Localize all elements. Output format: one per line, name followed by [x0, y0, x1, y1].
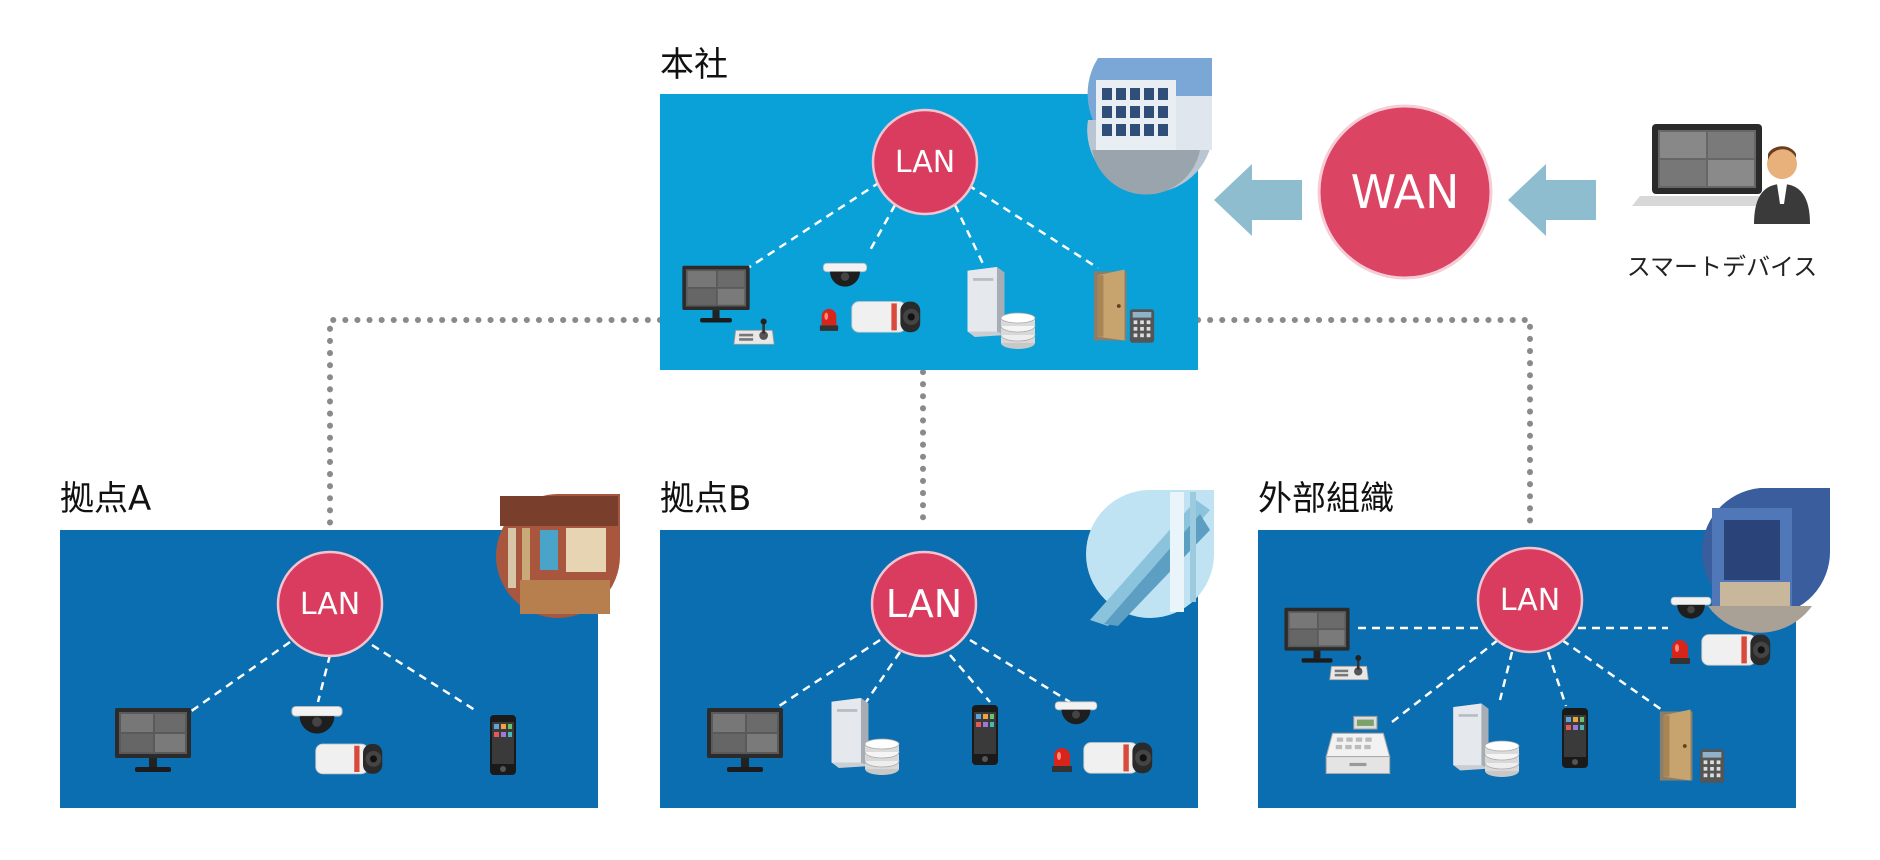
keypad-icon	[1699, 749, 1725, 783]
door-icon	[1659, 709, 1693, 781]
box-camera-icon	[315, 743, 383, 775]
hq-lan-label: LAN	[895, 145, 955, 180]
site-a-lan-label: LAN	[300, 587, 360, 622]
site-b-lan-spokes	[769, 638, 1071, 714]
external-title: 外部組織	[1258, 479, 1394, 519]
box-camera-icon	[1083, 742, 1153, 774]
hq-to-sites-links	[327, 317, 1533, 531]
laptop-user-icon	[1632, 124, 1810, 224]
smartphone-icon	[972, 705, 998, 765]
server-icon	[1453, 703, 1489, 771]
site-a-lan-node	[276, 550, 384, 658]
site-a: 拠点A LAN	[60, 479, 620, 808]
office-building-photo	[1087, 58, 1212, 195]
hq-title: 本社	[660, 45, 728, 85]
site-b-lan-node	[870, 550, 978, 658]
hq-lan-node	[871, 108, 979, 216]
wan-section: WAN スマートデバイス	[1214, 104, 1818, 281]
database-icon	[864, 738, 900, 776]
smartphone-icon	[490, 715, 516, 775]
external-lan-label: LAN	[1500, 583, 1560, 618]
site-b-lan-label: LAN	[886, 582, 962, 626]
smartphone-icon	[1562, 708, 1588, 768]
keypad-icon	[1129, 309, 1155, 343]
wan-label: WAN	[1351, 165, 1460, 219]
database-icon	[1484, 740, 1520, 778]
link-hq-site-a	[327, 317, 663, 531]
external-lan-spokes	[1358, 626, 1668, 723]
door-icon	[1093, 269, 1127, 341]
site-b: 拠点B LAN	[660, 479, 1214, 808]
arrow-to-hq-icon	[1214, 164, 1302, 236]
box-camera-icon	[851, 301, 921, 333]
link-hq-external	[1195, 317, 1533, 531]
escalator-photo	[1086, 490, 1214, 626]
database-icon	[1000, 312, 1036, 350]
server-icon	[967, 267, 1005, 337]
external-lan-node	[1476, 546, 1584, 654]
server-icon	[831, 698, 869, 768]
box-camera-icon	[1701, 634, 1771, 666]
facility-photo	[1702, 488, 1831, 633]
arrow-to-wan-icon	[1508, 164, 1596, 236]
hq-site: 本社 LAN	[660, 45, 1212, 370]
site-b-title: 拠点B	[660, 479, 751, 519]
smart-device-label: スマートデバイス	[1627, 253, 1818, 281]
wan-node	[1317, 104, 1493, 280]
store-photo	[495, 493, 620, 618]
site-a-title: 拠点A	[60, 479, 151, 519]
hq-lan-spokes	[747, 180, 1099, 270]
external-org: 外部組織 LAN	[1258, 479, 1831, 808]
site-a-lan-spokes	[189, 640, 479, 714]
